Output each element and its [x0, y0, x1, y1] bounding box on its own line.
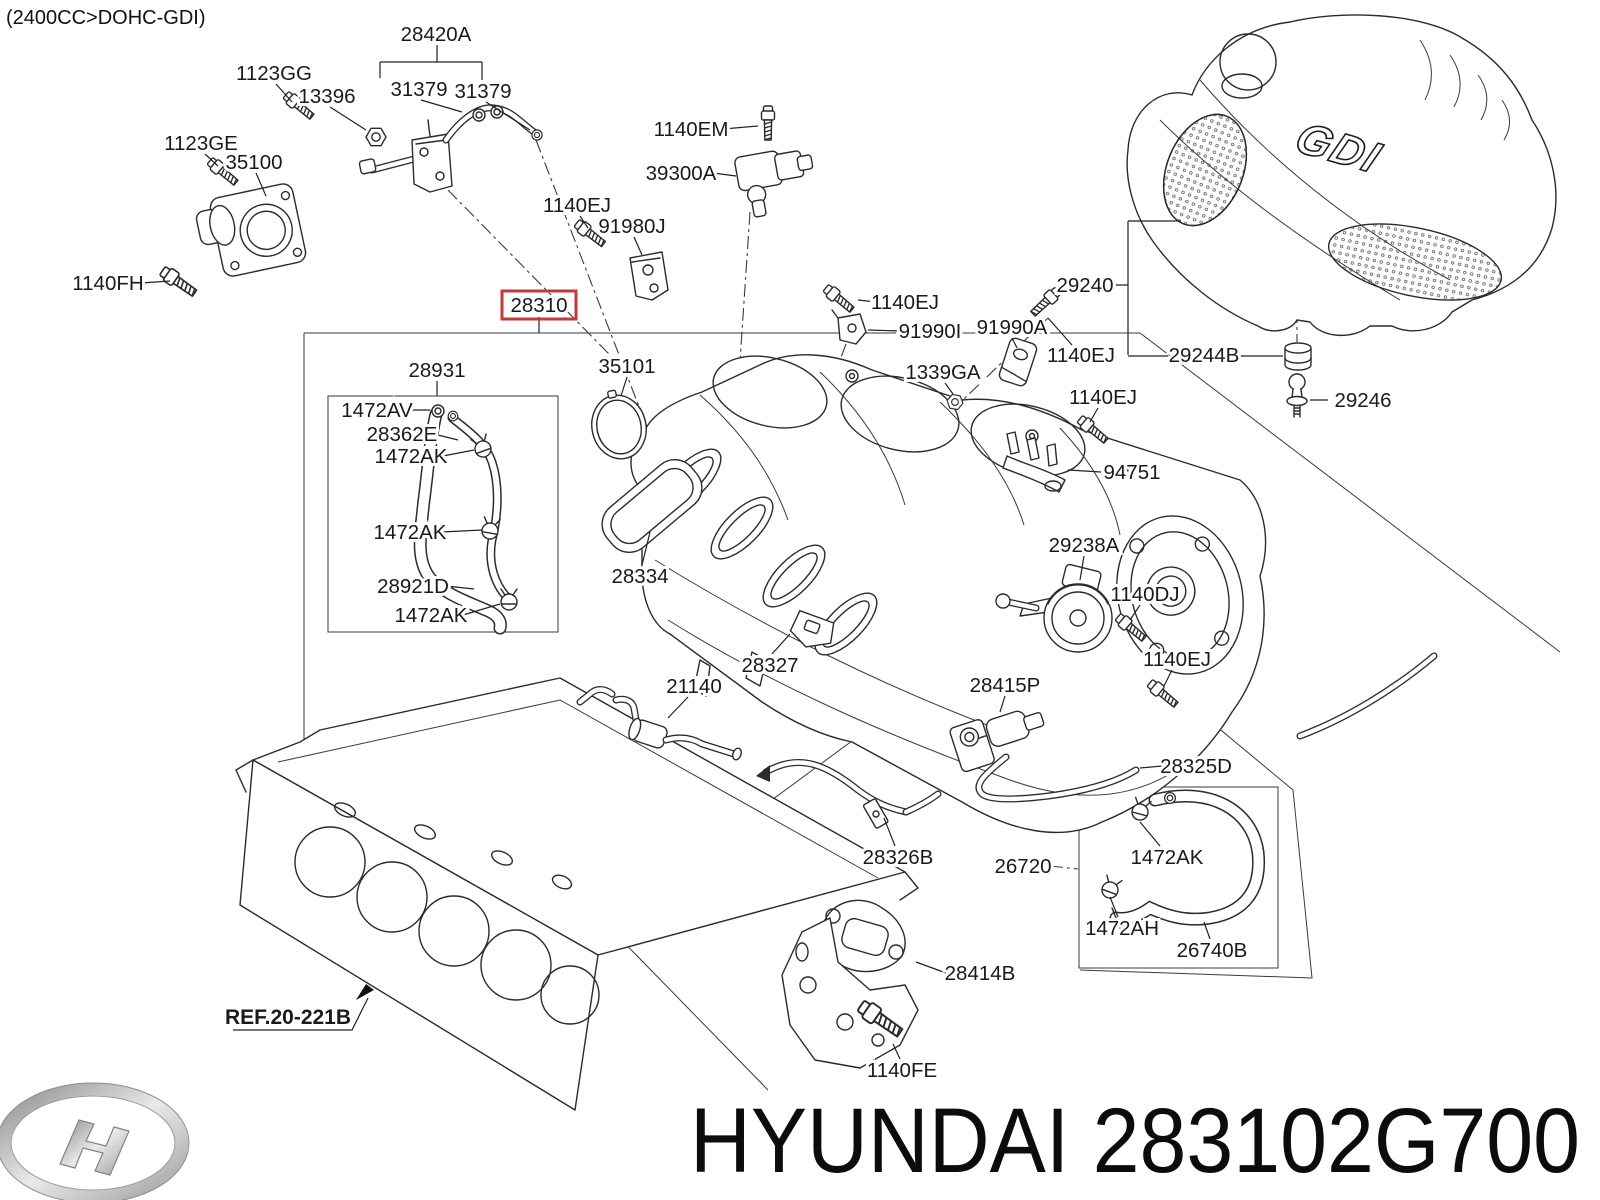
- part-label-28420A: 28420A: [401, 23, 472, 46]
- grommet-29244B: [1284, 342, 1312, 371]
- group-box-26720: [1078, 786, 1279, 969]
- part-label-28931: 28931: [408, 359, 465, 382]
- part-label-REF-20-221B: REF.20-221B: [225, 1006, 351, 1029]
- part-label-91990I: 91990I: [899, 320, 962, 343]
- bracket-94751: [1002, 431, 1066, 493]
- part-label-1123GG: 1123GG: [236, 62, 312, 85]
- diagram-title: (2400CC>DOHC-GDI): [6, 7, 205, 29]
- part-label-1123GE: 1123GE: [164, 132, 238, 155]
- bracket-91980J: [629, 251, 669, 301]
- stud-29246: [1286, 373, 1308, 418]
- part-label-29244B: 29244B: [1169, 344, 1240, 367]
- part-label-28414B: 28414B: [945, 962, 1016, 985]
- part-label-35100: 35100: [225, 151, 282, 174]
- part-label-28415P: 28415P: [970, 674, 1041, 697]
- bracket-28414B: [781, 899, 919, 1069]
- bolt-1140EJ-2: [820, 282, 857, 316]
- part-label-1140FH: 1140FH: [72, 272, 143, 295]
- part-label-1472AV: 1472AV: [341, 399, 413, 422]
- purge-valve-29238A: [995, 563, 1113, 653]
- part-label-1472AK-4: 1472AK: [1131, 846, 1204, 869]
- part-label-29238A: 29238A: [1049, 534, 1120, 557]
- leader-lines: [140, 45, 1328, 1060]
- part-label-94751: 94751: [1103, 461, 1160, 484]
- pipe-28326B: [756, 759, 942, 829]
- part-label-1140EJ-5: 1140EJ: [1143, 648, 1211, 671]
- bracket-91990I: [831, 309, 867, 345]
- part-label-13396: 13396: [298, 85, 355, 108]
- o-ring-35101: [591, 389, 647, 460]
- bolt-1140EM: [760, 105, 776, 141]
- part-label-28310: 28310: [510, 294, 567, 317]
- part-label-1140DJ: 1140DJ: [1110, 583, 1179, 606]
- bracket-91990A: [998, 337, 1038, 387]
- part-label-26740B: 26740B: [1177, 939, 1248, 962]
- part-label-1140EJ-3: 1140EJ: [1047, 344, 1115, 367]
- part-label-1472AK-2: 1472AK: [374, 521, 447, 544]
- part-label-29246: 29246: [1334, 389, 1391, 412]
- footer-part-number: HYUNDAI 283102G700: [690, 1090, 1580, 1192]
- part-label-28325D: 28325D: [1160, 755, 1232, 778]
- pipe-21140: [576, 686, 742, 761]
- highlight-box-28310: [500, 289, 578, 321]
- part-label-35101: 35101: [598, 355, 655, 378]
- map-sensor-39300A: [734, 150, 814, 218]
- part-label-1472AH: 1472AH: [1085, 917, 1159, 940]
- hose-group-26720: [1099, 789, 1266, 929]
- part-label-1140EJ-2: 1140EJ: [871, 291, 939, 314]
- part-label-1140EM: 1140EM: [654, 118, 729, 141]
- part-label-26720: 26720: [994, 855, 1051, 878]
- part-label-1140EJ-1: 1140EJ: [543, 194, 611, 217]
- hyundai-logo: [0, 1082, 190, 1200]
- cylinder-head: [235, 677, 919, 1111]
- part-label-29240: 29240: [1056, 274, 1113, 297]
- part-label-28362E: 28362E: [367, 423, 438, 446]
- throttle-body: [195, 183, 307, 277]
- part-label-31379-1: 31379: [390, 78, 447, 101]
- part-label-91980J: 91980J: [598, 215, 665, 238]
- gasket-28334: [601, 459, 703, 553]
- nut-13396: [365, 127, 387, 147]
- valve-28415P: [949, 710, 1045, 773]
- part-label-28921D: 28921D: [377, 575, 449, 598]
- part-label-21140: 21140: [666, 675, 721, 698]
- part-label-31379-2: 31379: [454, 80, 511, 103]
- part-label-28326B: 28326B: [863, 846, 934, 869]
- engine-cover: GDI: [1126, 14, 1557, 337]
- hose-group-28931: [413, 404, 518, 635]
- pcv-pipe-assembly: [358, 104, 543, 193]
- part-label-1140FE: 1140FE: [867, 1059, 937, 1082]
- part-label-91990A: 91990A: [977, 316, 1048, 339]
- group-box-28931: [327, 395, 559, 633]
- part-label-39300A: 39300A: [646, 162, 717, 185]
- part-label-28327: 28327: [741, 654, 798, 677]
- bracket-28327: [789, 609, 835, 648]
- part-label-1472AK-3: 1472AK: [395, 604, 468, 627]
- part-label-1339GA: 1339GA: [905, 361, 981, 384]
- part-label-1472AK-1: 1472AK: [375, 445, 448, 468]
- part-label-1140EJ-4: 1140EJ: [1069, 386, 1137, 409]
- part-label-28334: 28334: [611, 565, 668, 588]
